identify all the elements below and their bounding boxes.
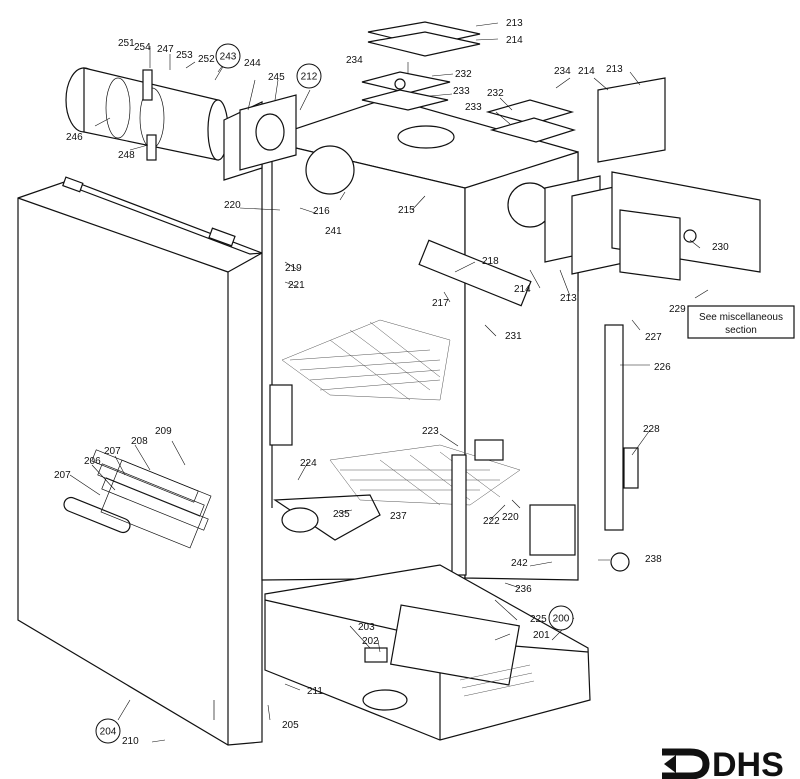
callout-234: 234 xyxy=(554,66,571,77)
callout-214: 214 xyxy=(578,66,595,77)
callout-213: 213 xyxy=(560,293,577,304)
callout-220: 220 xyxy=(224,200,241,211)
circled-label-212: 212 xyxy=(301,72,318,83)
callout-247: 247 xyxy=(157,44,174,55)
callout-232: 232 xyxy=(487,88,504,99)
callout-246: 246 xyxy=(66,132,83,143)
callout-219: 219 xyxy=(285,263,302,274)
callout-248: 248 xyxy=(118,150,135,161)
callout-251: 251 xyxy=(118,38,135,49)
front-panel xyxy=(17,176,263,746)
circled-label-243: 243 xyxy=(220,52,237,63)
callout-217: 217 xyxy=(432,298,449,309)
circled-label-204: 204 xyxy=(100,727,117,738)
callout-207: 207 xyxy=(54,470,71,481)
callout-209: 209 xyxy=(155,426,172,437)
callout-253: 253 xyxy=(176,50,193,61)
callout-222: 222 xyxy=(483,516,500,527)
callout-216: 216 xyxy=(313,206,330,217)
top-plates xyxy=(361,21,577,143)
callout-213: 213 xyxy=(506,18,523,29)
circled-callouts: 243 212 200 204 xyxy=(95,43,574,744)
circled-label-200: 200 xyxy=(553,614,570,625)
callout-228: 228 xyxy=(643,424,660,435)
cabinet-body xyxy=(259,97,579,581)
callout-237: 237 xyxy=(390,511,407,522)
callout-225: 225 xyxy=(530,614,547,625)
callout-circle xyxy=(296,63,322,89)
callout-232: 232 xyxy=(455,69,472,80)
circled-callout-243: 243 xyxy=(215,43,241,69)
callout-221: 221 xyxy=(288,280,305,291)
callout-238: 238 xyxy=(645,554,662,565)
callout-205: 205 xyxy=(282,720,299,731)
callout-208: 208 xyxy=(131,436,148,447)
callout-202: 202 xyxy=(362,636,379,647)
callout-214: 214 xyxy=(506,35,523,46)
callout-231: 231 xyxy=(505,331,522,342)
callout-214: 214 xyxy=(514,284,531,295)
callout-252: 252 xyxy=(198,54,215,65)
callout-236: 236 xyxy=(515,584,532,595)
callout-circle xyxy=(215,43,241,69)
callout-233: 233 xyxy=(453,86,470,97)
callout-213: 213 xyxy=(606,64,623,75)
callout-210: 210 xyxy=(122,736,139,747)
circled-callout-212: 212 xyxy=(296,63,322,89)
callout-233: 233 xyxy=(465,102,482,113)
circled-callout-204: 204 xyxy=(95,718,121,744)
leader-lines xyxy=(69,22,709,743)
note-line-1: See miscellaneous xyxy=(699,312,783,323)
base-tray xyxy=(264,564,591,741)
callout-241: 241 xyxy=(325,226,342,237)
callout-201: 201 xyxy=(533,630,550,641)
callout-circle xyxy=(548,605,574,631)
callout-234: 234 xyxy=(346,55,363,66)
callout-215: 215 xyxy=(398,205,415,216)
callout-206: 206 xyxy=(84,456,101,467)
dhs-logo: DHS xyxy=(662,746,784,779)
side-plates xyxy=(544,77,761,572)
callout-circle xyxy=(95,718,121,744)
callout-244: 244 xyxy=(244,58,261,69)
callout-224: 224 xyxy=(300,458,317,469)
callout-226: 226 xyxy=(654,362,671,373)
callout-245: 245 xyxy=(268,72,285,83)
callout-254: 254 xyxy=(134,42,151,53)
callout-218: 218 xyxy=(482,256,499,267)
callout-227: 227 xyxy=(645,332,662,343)
callout-235: 235 xyxy=(333,509,350,520)
logo-text: DHS xyxy=(712,746,784,779)
callout-242: 242 xyxy=(511,558,528,569)
note-line-2: section xyxy=(725,325,757,336)
callout-207: 207 xyxy=(104,446,121,457)
callout-223: 223 xyxy=(422,426,439,437)
misc-note: See miscellaneous section xyxy=(687,305,795,339)
callout-230: 230 xyxy=(712,242,729,253)
callout-229: 229 xyxy=(669,304,686,315)
flue-pipe xyxy=(65,67,297,181)
callout-220: 220 xyxy=(502,512,519,523)
circled-callout-200: 200 xyxy=(548,605,574,631)
callout-203: 203 xyxy=(358,622,375,633)
callout-211: 211 xyxy=(307,686,323,697)
